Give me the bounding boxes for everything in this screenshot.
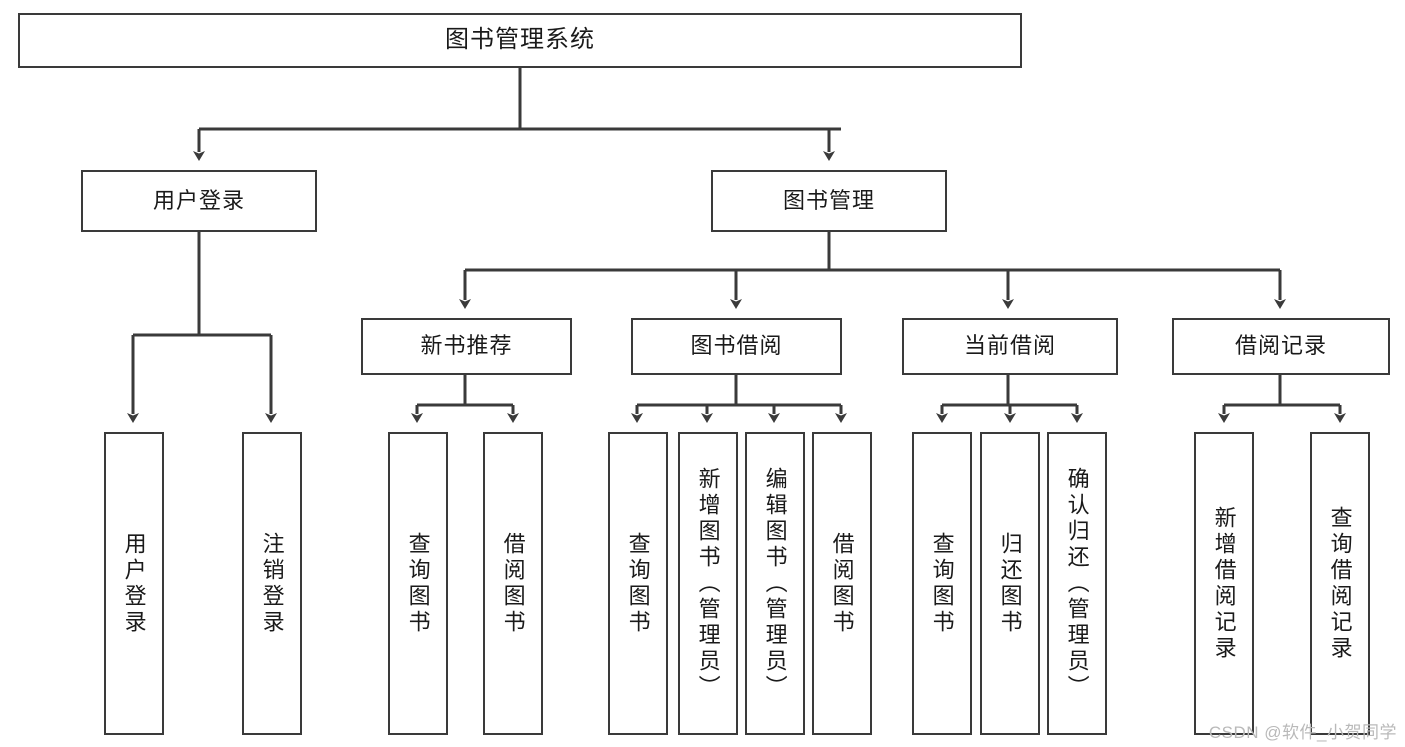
node-label: 查询借阅记录 <box>1327 505 1353 662</box>
node-user-login[interactable]: 用户登录 <box>81 170 317 232</box>
node-leaf-query-book-3[interactable]: 查询图书 <box>912 432 972 735</box>
node-label: 查询图书 <box>625 531 651 636</box>
node-leaf-query-book-1[interactable]: 查询图书 <box>388 432 448 735</box>
node-label: 编辑图书（管理员） <box>762 466 788 701</box>
node-label: 确认归还（管理员） <box>1064 466 1090 701</box>
node-label: 用户登录 <box>152 187 245 213</box>
node-label: 借阅记录 <box>1234 333 1327 359</box>
node-leaf-query-book-2[interactable]: 查询图书 <box>608 432 668 735</box>
node-label: 注销登录 <box>259 531 285 636</box>
node-leaf-add-borrow-record[interactable]: 新增借阅记录 <box>1194 432 1254 735</box>
node-label: 查询图书 <box>929 531 955 636</box>
node-leaf-query-borrow-record[interactable]: 查询借阅记录 <box>1310 432 1370 735</box>
node-book-borrow[interactable]: 图书借阅 <box>631 318 842 375</box>
node-label: 图书借阅 <box>690 333 783 359</box>
node-label: 新增图书（管理员） <box>695 466 721 701</box>
node-leaf-logout-login[interactable]: 注销登录 <box>242 432 302 735</box>
node-leaf-add-book-admin[interactable]: 新增图书（管理员） <box>678 432 738 735</box>
node-label: 借阅图书 <box>500 531 526 636</box>
node-book-management-system[interactable]: 图书管理系统 <box>18 13 1022 68</box>
node-label: 借阅图书 <box>829 531 855 636</box>
node-leaf-return-book[interactable]: 归还图书 <box>980 432 1040 735</box>
node-label: 归还图书 <box>997 531 1023 636</box>
node-leaf-confirm-return-admin[interactable]: 确认归还（管理员） <box>1047 432 1107 735</box>
node-label: 新增借阅记录 <box>1211 505 1237 662</box>
node-leaf-borrow-book-2[interactable]: 借阅图书 <box>812 432 872 735</box>
node-new-book-recommend[interactable]: 新书推荐 <box>361 318 572 375</box>
node-current-borrow[interactable]: 当前借阅 <box>902 318 1118 375</box>
node-leaf-edit-book-admin[interactable]: 编辑图书（管理员） <box>745 432 805 735</box>
node-label: 新书推荐 <box>420 333 513 359</box>
node-borrow-record[interactable]: 借阅记录 <box>1172 318 1390 375</box>
node-leaf-borrow-book-1[interactable]: 借阅图书 <box>483 432 543 735</box>
node-leaf-user-login[interactable]: 用户登录 <box>104 432 164 735</box>
node-label: 图书管理系统 <box>445 26 595 54</box>
node-label: 查询图书 <box>405 531 431 636</box>
node-label: 图书管理 <box>782 187 875 213</box>
node-label: 当前借阅 <box>963 333 1056 359</box>
node-book-manage[interactable]: 图书管理 <box>711 170 947 232</box>
node-label: 用户登录 <box>121 531 147 636</box>
watermark: CSDN @软件_小贺同学 <box>1208 723 1397 742</box>
